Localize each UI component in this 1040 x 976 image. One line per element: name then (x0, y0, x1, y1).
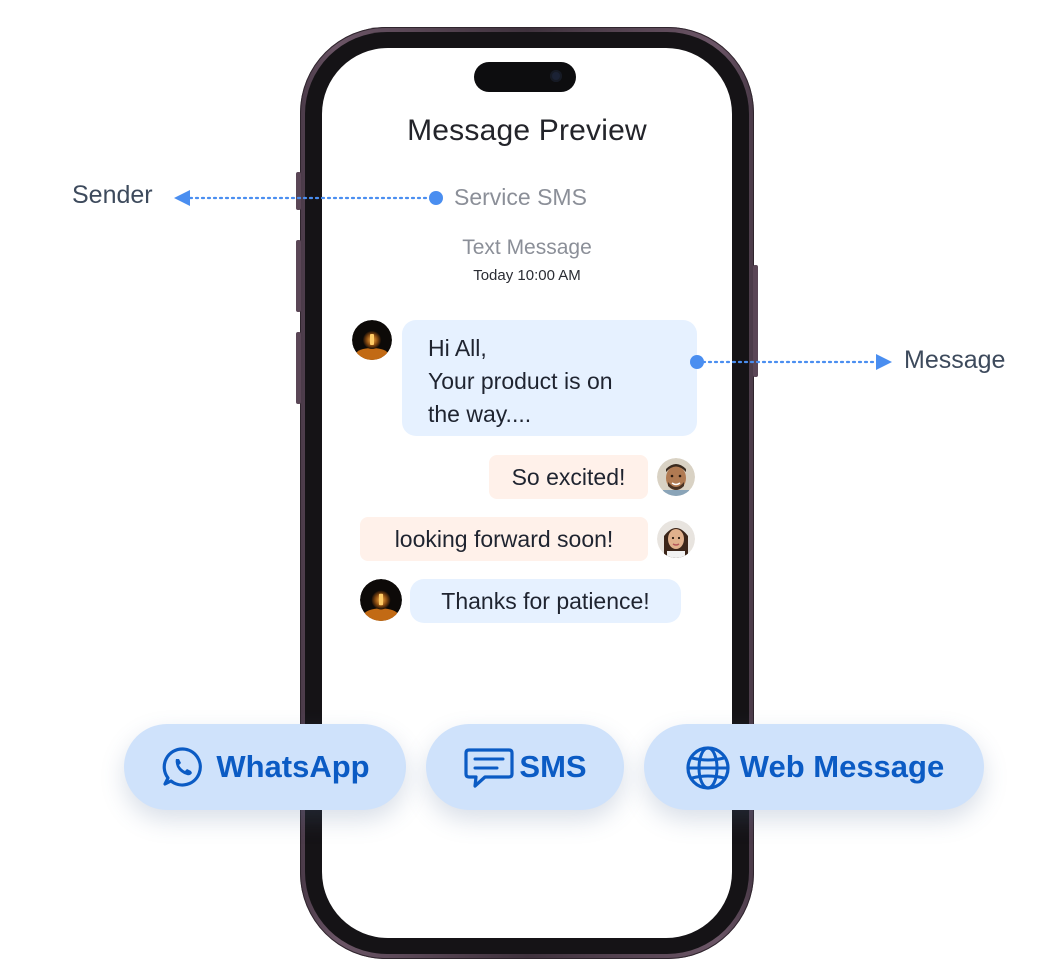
message-annotation-label: Message (904, 346, 1006, 374)
message-line: the way.... (428, 401, 532, 427)
silent-switch (296, 172, 301, 210)
message-arrow-icon (876, 354, 892, 370)
channel-label: Web Message (739, 749, 945, 784)
power-button (753, 265, 758, 377)
front-camera-icon (550, 70, 562, 82)
message-timestamp: Today 10:00 AM (473, 267, 581, 284)
message-line: Hi All, (428, 335, 487, 361)
sms-chat-icon (463, 744, 515, 790)
sender-arrow-icon (174, 190, 190, 206)
message-bubble-outgoing: So excited! (489, 455, 648, 499)
message-type-label: Text Message (462, 236, 592, 259)
message-bubble-outgoing: looking forward soon! (360, 517, 648, 561)
man-avatar (657, 458, 695, 496)
whatsapp-channel-button[interactable]: WhatsApp (124, 724, 406, 810)
sms-channel-button[interactable]: SMS (426, 724, 624, 810)
lamp-logo-avatar (352, 320, 392, 360)
sender-annotation-label: Sender (72, 181, 153, 209)
channel-label: WhatsApp (216, 749, 370, 784)
message-bubble-incoming: Hi All, Your product is on the way.... (402, 320, 697, 436)
message-bubble-incoming: Thanks for patience! (410, 579, 681, 623)
volume-down-button (296, 332, 301, 404)
volume-up-button (296, 240, 301, 312)
page-title: Message Preview (407, 114, 647, 147)
lamp-logo-avatar (360, 579, 402, 621)
globe-icon (684, 744, 730, 790)
whatsapp-icon (160, 744, 206, 790)
sender-name: Service SMS (454, 184, 587, 210)
channel-label: SMS (519, 749, 587, 784)
web-message-channel-button[interactable]: Web Message (644, 724, 984, 810)
woman-avatar (657, 520, 695, 558)
message-line: Your product is on (428, 368, 613, 394)
